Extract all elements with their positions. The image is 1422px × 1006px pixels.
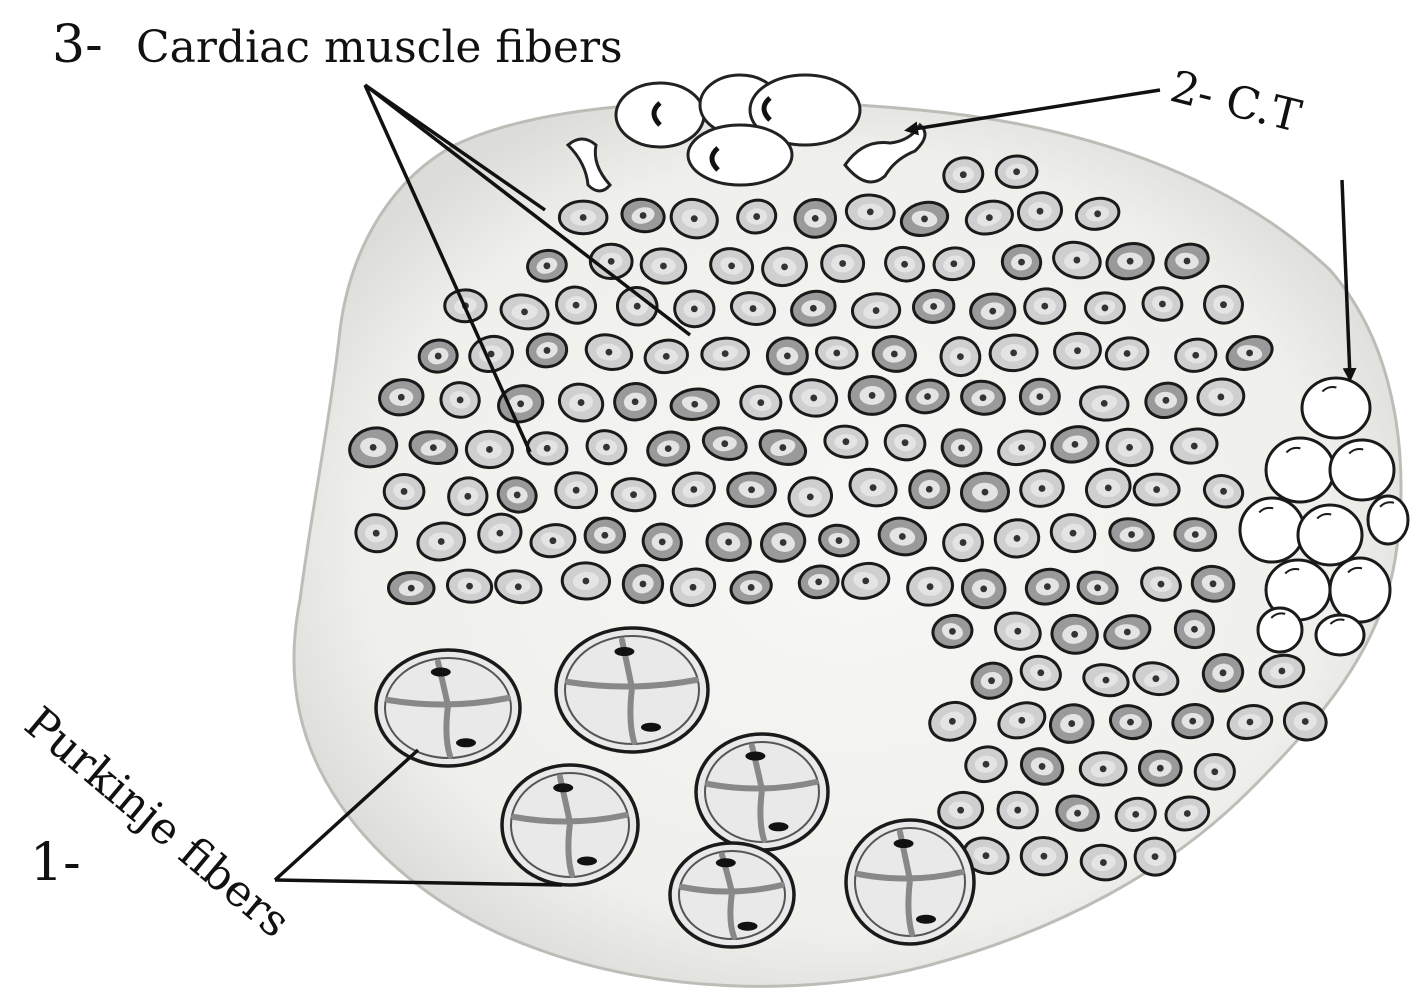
cardiac-fiber-cell: [1195, 754, 1235, 790]
cardiac-label-text: Cardiac muscle fibers: [136, 22, 623, 73]
fat-cell: [1330, 558, 1390, 622]
fat-cell: [1298, 505, 1362, 565]
cardiac-fiber-cell: [701, 337, 749, 370]
cardiac-fiber-cell: [1080, 753, 1126, 786]
cardiac-label-number: 3-: [52, 15, 103, 75]
cardiac-fiber-cell: [989, 334, 1038, 372]
cardiac-fiber-cell: [388, 572, 434, 604]
cardiac-fiber-cell: [1021, 837, 1068, 876]
fat-cell: [1302, 378, 1370, 438]
fat-cell: [1330, 440, 1394, 500]
cardiac-fiber-cell: [960, 472, 1009, 512]
purkinje-fiber: [846, 820, 974, 944]
cardiac-fiber-cell: [1139, 751, 1181, 786]
fat-cell: [1316, 615, 1364, 655]
ct-label: 2- C.T: [1165, 61, 1306, 142]
fat-cell: [1258, 608, 1302, 652]
purkinje-label-text: Purkinje fibers: [15, 697, 300, 947]
cardiac-fiber-cell: [706, 522, 752, 561]
fat-cell: [1240, 498, 1304, 562]
cardiac-fiber-cell: [727, 473, 775, 507]
purkinje-fiber: [376, 650, 520, 766]
cardiac-fiber-cell: [845, 194, 895, 231]
cardiac-fiber-cell: [740, 385, 781, 419]
ct-arrow-top: [908, 90, 1160, 130]
cardiac-fiber-cell: [767, 337, 808, 374]
cardiac-fiber-cell: [970, 293, 1015, 328]
cardiac-fiber-cell: [466, 431, 513, 469]
cardiac-fiber-cell: [623, 565, 663, 603]
fat-cell: [1266, 438, 1334, 502]
cardiac-fiber-cell: [562, 562, 610, 599]
cardiac-fiber-cell: [1134, 474, 1179, 505]
purkinje-fiber: [556, 628, 708, 752]
cardiac-fiber-cell: [996, 155, 1038, 188]
cardiac-fiber-cell: [1085, 292, 1125, 323]
cardiac-fiber-cell: [1020, 379, 1059, 414]
cardiac-fiber-cell: [613, 382, 657, 421]
cardiac-fiber-cell: [997, 791, 1039, 829]
purkinje-fiber: [696, 734, 828, 850]
cardiac-fiber-cell: [852, 293, 901, 329]
purkinje-fiber: [670, 843, 794, 947]
cardiac-fiber-cell: [559, 201, 607, 234]
cardiac-fiber-cell: [384, 474, 424, 509]
fat-cell: [1368, 496, 1408, 544]
cardiac-fiber-cell: [849, 376, 896, 415]
cardiac-fiber-cell: [673, 290, 715, 329]
purkinje-fiber: [502, 765, 638, 885]
cardiac-fiber-cell: [556, 473, 597, 508]
cardiac-fiber-cell: [822, 245, 864, 281]
purkinje-label-number: 1-: [30, 833, 81, 893]
